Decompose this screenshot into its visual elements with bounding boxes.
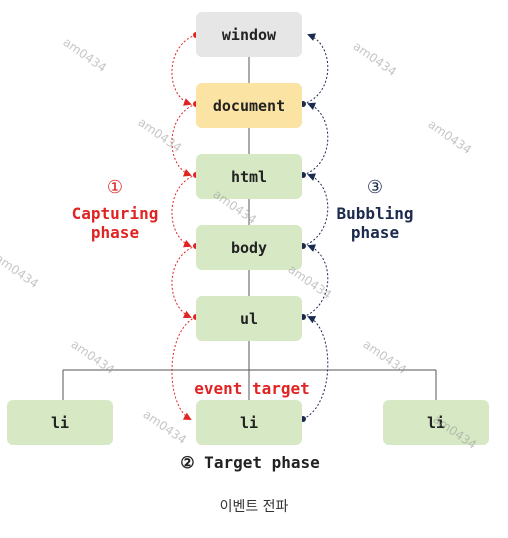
figure-caption: 이벤트 전파 — [219, 499, 289, 515]
capturing-number: ① — [106, 177, 124, 198]
node-li-right: li — [383, 400, 489, 445]
node-li-center: li — [196, 400, 302, 445]
capture-arrow-5 — [171, 316, 197, 420]
node-window: window — [196, 12, 302, 57]
capturing-label: Capturing phase — [71, 204, 159, 242]
node-ul: ul — [196, 296, 302, 341]
bubbling-number: ③ — [366, 177, 384, 198]
target-phase-label: ② Target phase — [180, 453, 320, 472]
bubble-arrow-5 — [302, 33, 329, 105]
capture-arrow-1 — [171, 34, 197, 106]
bubble-arrow-1 — [302, 316, 329, 420]
capture-arrow-2 — [171, 103, 197, 177]
bubbling-arrows — [302, 33, 329, 420]
capture-arrow-4 — [171, 245, 197, 318]
capture-arrow-3 — [171, 174, 197, 248]
bubbling-label: Bubbling phase — [336, 204, 414, 242]
node-li-left: li — [7, 400, 113, 445]
node-body: body — [196, 225, 302, 270]
event-target-label: event target — [194, 379, 310, 398]
bubble-arrow-4 — [302, 102, 329, 176]
node-document: document — [196, 83, 302, 128]
node-html: html — [196, 154, 302, 199]
capturing-arrows — [171, 34, 197, 420]
